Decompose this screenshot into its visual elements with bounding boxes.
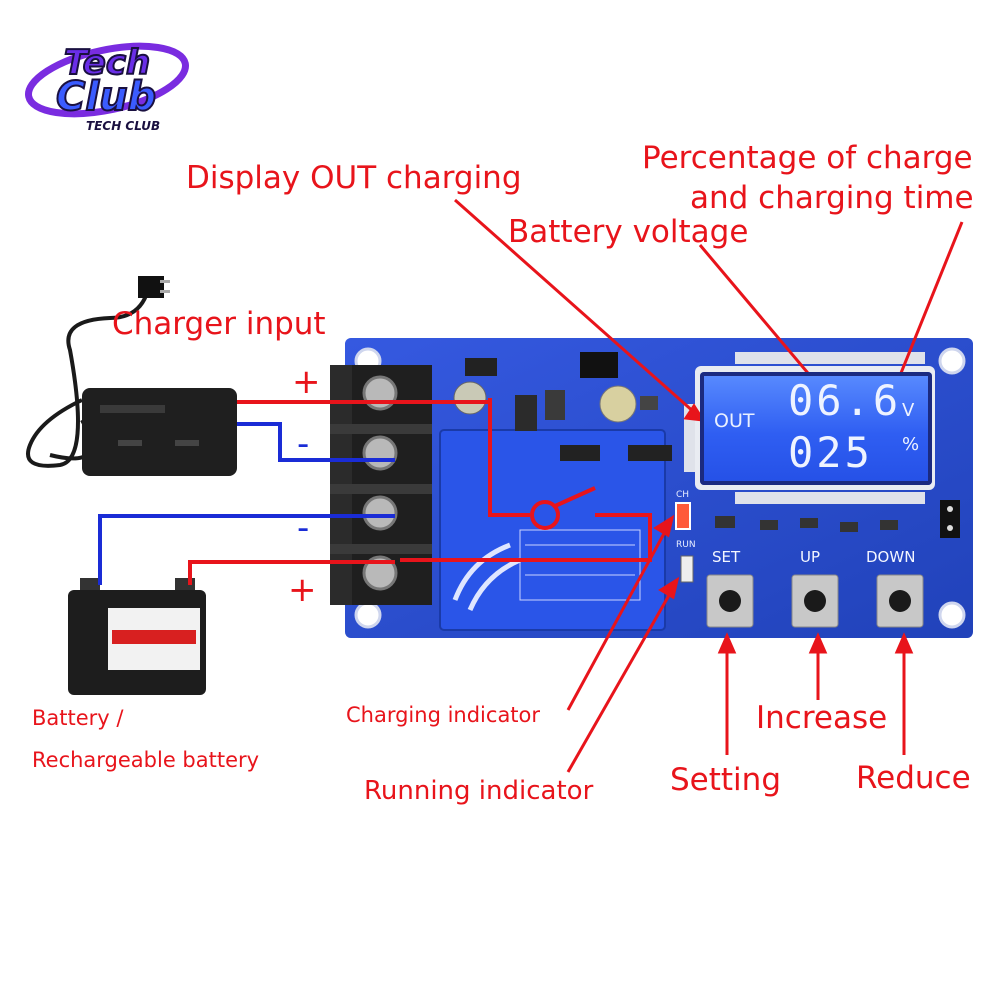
logo-text-1: Tech bbox=[64, 43, 150, 83]
lcd-voltage-unit: V bbox=[902, 400, 915, 421]
up-button[interactable] bbox=[791, 574, 839, 628]
capacitor bbox=[599, 385, 637, 423]
down-button[interactable] bbox=[876, 574, 924, 628]
transistor bbox=[515, 395, 537, 431]
battery bbox=[68, 578, 206, 695]
ch-led-label: CH bbox=[676, 490, 690, 500]
terminal-minus-1: - bbox=[297, 424, 310, 464]
tech-club-logo: Tech Club TECH CLUB bbox=[22, 22, 192, 137]
logo-text-3: TECH CLUB bbox=[86, 119, 160, 133]
diode bbox=[465, 358, 497, 376]
run-led-label: RUN bbox=[676, 540, 696, 550]
set-button[interactable] bbox=[706, 574, 754, 628]
down-button-label: DOWN bbox=[866, 548, 916, 566]
capacitor bbox=[453, 381, 487, 415]
mount-hole bbox=[938, 601, 966, 629]
header-pins bbox=[940, 500, 960, 538]
terminal-minus-2: - bbox=[297, 508, 310, 548]
logo-text-2: Club bbox=[56, 74, 156, 120]
callout-increase: Increase bbox=[756, 700, 888, 736]
terminal-screw[interactable] bbox=[362, 435, 398, 471]
callout-battery-line1: Battery / bbox=[32, 706, 124, 730]
resistor bbox=[628, 445, 672, 461]
callout-battery-voltage: Battery voltage bbox=[508, 214, 749, 250]
arrow-battery-voltage bbox=[698, 244, 820, 386]
component bbox=[545, 390, 565, 420]
lcd-pins bbox=[684, 352, 925, 504]
arrow-charging-indicator bbox=[566, 527, 669, 711]
callout-charging-time: and charging time bbox=[690, 180, 974, 216]
terminal-plus-bottom: + bbox=[288, 570, 317, 610]
relay-contact-symbol bbox=[530, 500, 560, 530]
set-button-label: SET bbox=[712, 548, 741, 566]
callout-charger-input: Charger input bbox=[112, 306, 326, 342]
callout-reduce: Reduce bbox=[856, 760, 971, 796]
wire-charger-negative bbox=[237, 422, 395, 462]
resistor bbox=[560, 445, 600, 461]
terminal-screw[interactable] bbox=[362, 375, 398, 411]
lcd-percent-value: 025 bbox=[788, 428, 873, 477]
wire-battery-negative bbox=[98, 514, 395, 585]
charger-adapter bbox=[26, 276, 237, 476]
lcd-out-indicator: OUT bbox=[714, 410, 755, 432]
lcd-percent-unit: % bbox=[902, 434, 920, 455]
terminal-screw[interactable] bbox=[362, 555, 398, 591]
arrow-display-out bbox=[454, 198, 696, 415]
wire-battery-positive bbox=[188, 560, 395, 585]
mount-hole bbox=[938, 347, 966, 375]
callout-battery-line2: Rechargeable battery bbox=[32, 748, 260, 772]
logo-graphic: Tech Club TECH CLUB bbox=[24, 42, 190, 133]
up-button-label: UP bbox=[800, 548, 821, 566]
smd bbox=[640, 396, 658, 410]
terminal-screw[interactable] bbox=[362, 495, 398, 531]
arrow-running-indicator bbox=[566, 589, 674, 773]
running-led bbox=[680, 555, 694, 583]
charging-led bbox=[675, 502, 691, 530]
callout-running-indicator: Running indicator bbox=[364, 776, 594, 806]
lcd-voltage-value: 06.6 bbox=[788, 376, 902, 425]
callout-percentage: Percentage of charge bbox=[642, 140, 973, 176]
callout-display-out: Display OUT charging bbox=[186, 160, 522, 196]
terminal-plus-top: + bbox=[292, 362, 321, 402]
mount-hole bbox=[354, 601, 382, 629]
callout-charging-indicator: Charging indicator bbox=[346, 703, 541, 727]
ic-chip bbox=[580, 352, 618, 378]
callout-setting: Setting bbox=[670, 762, 781, 798]
lcd-display: OUT 06.6 V 025 % bbox=[700, 372, 932, 485]
